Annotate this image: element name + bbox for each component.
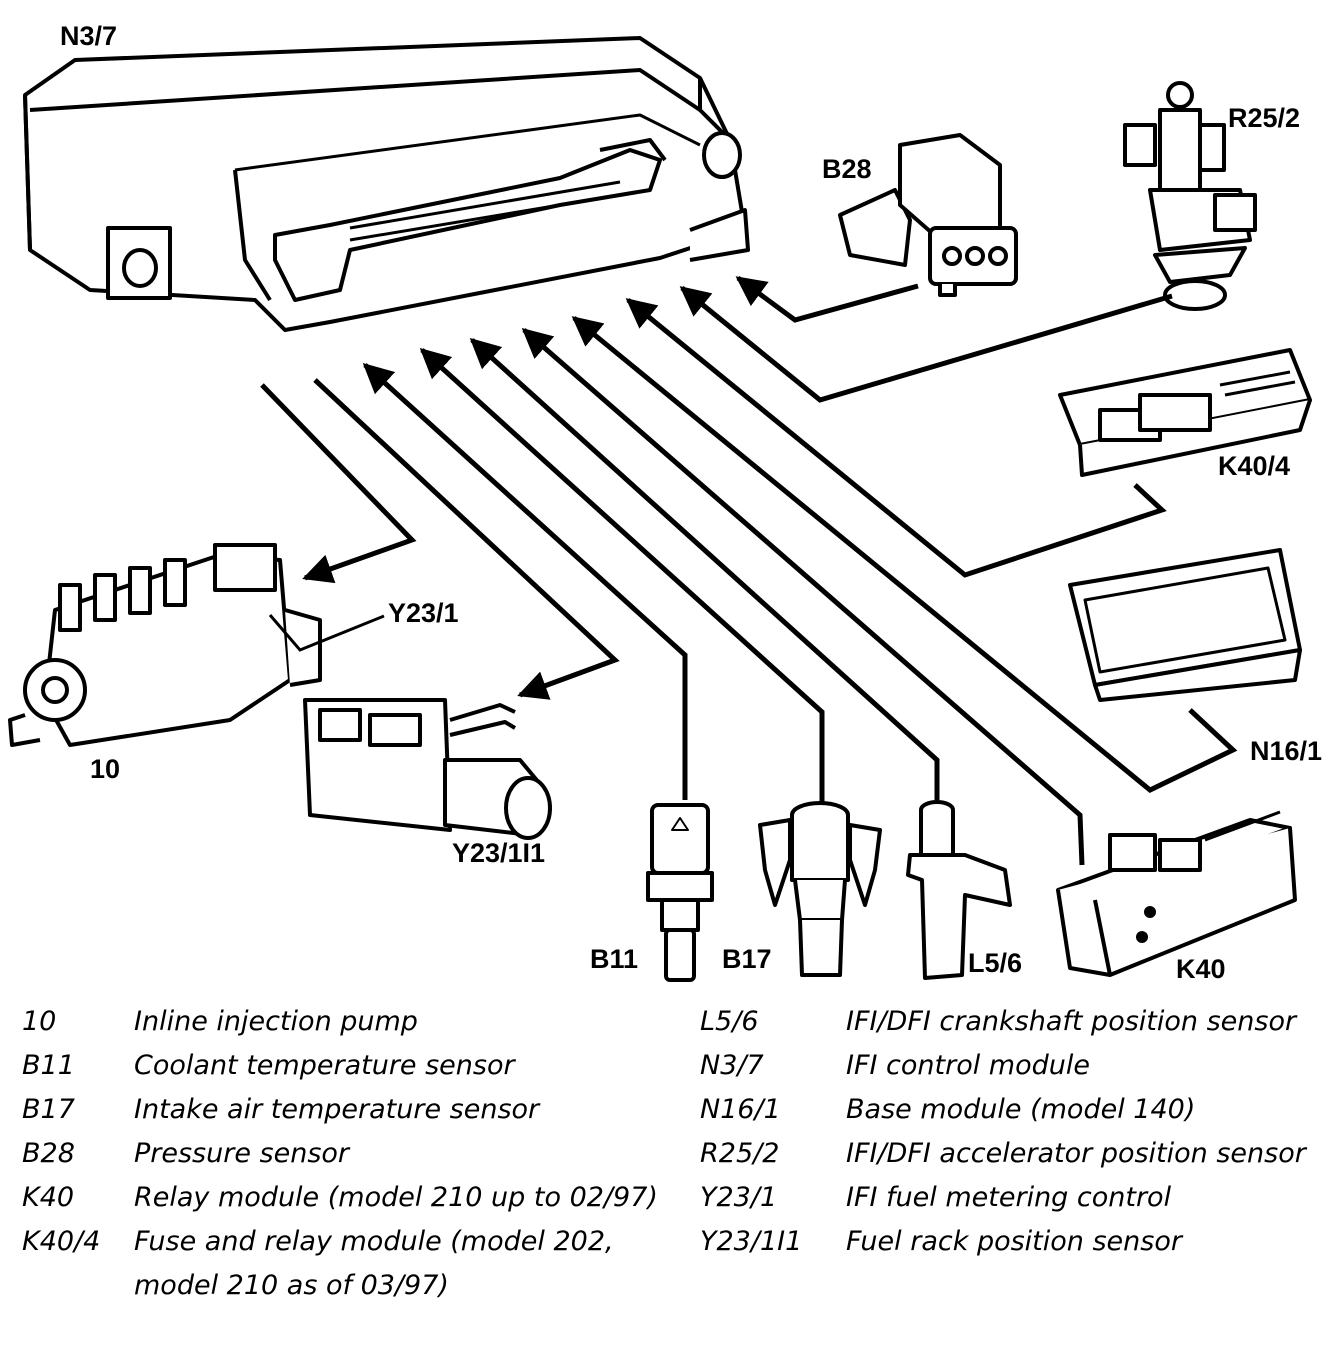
wire-b11: [362, 362, 688, 800]
label-b17: B17: [722, 944, 772, 974]
legend-row: B17 Intake air temperature sensor: [22, 1088, 662, 1132]
label-y23-1: Y23/1: [388, 598, 459, 628]
r25-2-accelerator-sensor: [1123, 81, 1257, 311]
legend-row: B28 Pressure sensor: [22, 1132, 662, 1176]
wire-k40-4: [625, 298, 1167, 578]
legend-code: L5/6: [700, 1006, 759, 1037]
legend-code: K40/4: [22, 1226, 101, 1257]
legend-code: Y23/1I1: [700, 1226, 803, 1257]
label-k40: K40: [1176, 954, 1226, 984]
legend-row: B11 Coolant temperature sensor: [22, 1044, 662, 1088]
wire-l5-6: [469, 337, 940, 800]
legend-row: Y23/1I1 Fuel rack position sensor: [700, 1220, 1340, 1264]
b17-intake-air-sensor: [758, 801, 882, 977]
legend-row: K40 Relay module (model 210 up to 02/97): [22, 1176, 662, 1220]
legend-description: Pressure sensor: [134, 1138, 350, 1169]
legend-description: Fuse and relay module (model 202, model …: [134, 1226, 614, 1301]
legend-code: R25/2: [700, 1138, 780, 1169]
b11-coolant-sensor: [646, 803, 714, 982]
legend-description: Relay module (model 210 up to 02/97): [134, 1182, 658, 1213]
legend-description: Coolant temperature sensor: [134, 1050, 515, 1081]
legend-code: N16/1: [700, 1094, 781, 1125]
y23-1i1-fuel-rack-sensor: [303, 698, 552, 840]
label-n16-1: N16/1: [1250, 736, 1322, 766]
legend-description: IFI/DFI crankshaft position sensor: [846, 1006, 1297, 1037]
k40-relay-module: [1056, 810, 1297, 977]
label-b28: B28: [822, 154, 872, 184]
legend-row: N16/1 Base module (model 140): [700, 1088, 1340, 1132]
label-l5-6: L5/6: [968, 948, 1022, 978]
legend-description: Base module (model 140): [846, 1094, 1196, 1125]
label-k40-4: K40/4: [1218, 451, 1290, 481]
wire-b17: [419, 347, 825, 805]
legend-code: B11: [22, 1050, 75, 1081]
k40-4-fuse-relay-module: [1058, 348, 1312, 477]
wire-k40: [521, 328, 1085, 866]
label-10: 10: [90, 754, 120, 784]
legend-description: Inline injection pump: [134, 1006, 418, 1037]
legend-description: IFI fuel metering control: [846, 1182, 1172, 1213]
label-b11: B11: [590, 944, 638, 974]
n16-1-base-module: [1068, 548, 1302, 702]
legend-row: K40/4 Fuse and relay module (model 202, m…: [22, 1220, 662, 1308]
n3-7-control-module: [23, 36, 750, 332]
legend-code: B28: [22, 1138, 75, 1169]
legend-description: Intake air temperature sensor: [134, 1094, 540, 1125]
wiring-lines: [260, 275, 1238, 866]
label-n3-7: N3/7: [60, 21, 117, 51]
legend-row: Y23/1 IFI fuel metering control: [700, 1176, 1340, 1220]
wire-y23-1i1: [313, 378, 620, 700]
l5-6-crankshaft-sensor: [906, 800, 1012, 980]
wiring-diagram: N3/7 B28 R25/2 K40/4 N16/1: [8, 21, 1322, 984]
b28-pressure-sensor: [838, 133, 1018, 297]
legend-description: IFI control module: [846, 1050, 1090, 1081]
legend-row: L5/6 IFI/DFI crankshaft position sensor: [700, 1000, 1340, 1044]
legend-description: Fuel rack position sensor: [846, 1226, 1182, 1257]
legend-description: IFI/DFI accelerator position sensor: [846, 1138, 1306, 1169]
legend-code: 10: [22, 1006, 57, 1037]
legend-code: B17: [22, 1094, 75, 1125]
legend-row: N3/7 IFI control module: [700, 1044, 1340, 1088]
label-r25-2: R25/2: [1228, 103, 1300, 133]
legend-code: K40: [22, 1182, 75, 1213]
legend-row: R25/2 IFI/DFI accelerator position sensor: [700, 1132, 1340, 1176]
wire-y23-1-leader: [268, 614, 385, 652]
legend-code: Y23/1: [700, 1182, 778, 1213]
wire-injection-pump: [260, 383, 417, 584]
wire-b28: [735, 275, 919, 323]
legend-code: N3/7: [700, 1050, 764, 1081]
label-y23-1i1: Y23/1I1: [452, 838, 545, 868]
injection-pump: [8, 543, 322, 747]
legend-row: 10 Inline injection pump: [22, 1000, 662, 1044]
wire-n16-1: [571, 316, 1238, 793]
wire-r25-2: [679, 286, 1173, 403]
